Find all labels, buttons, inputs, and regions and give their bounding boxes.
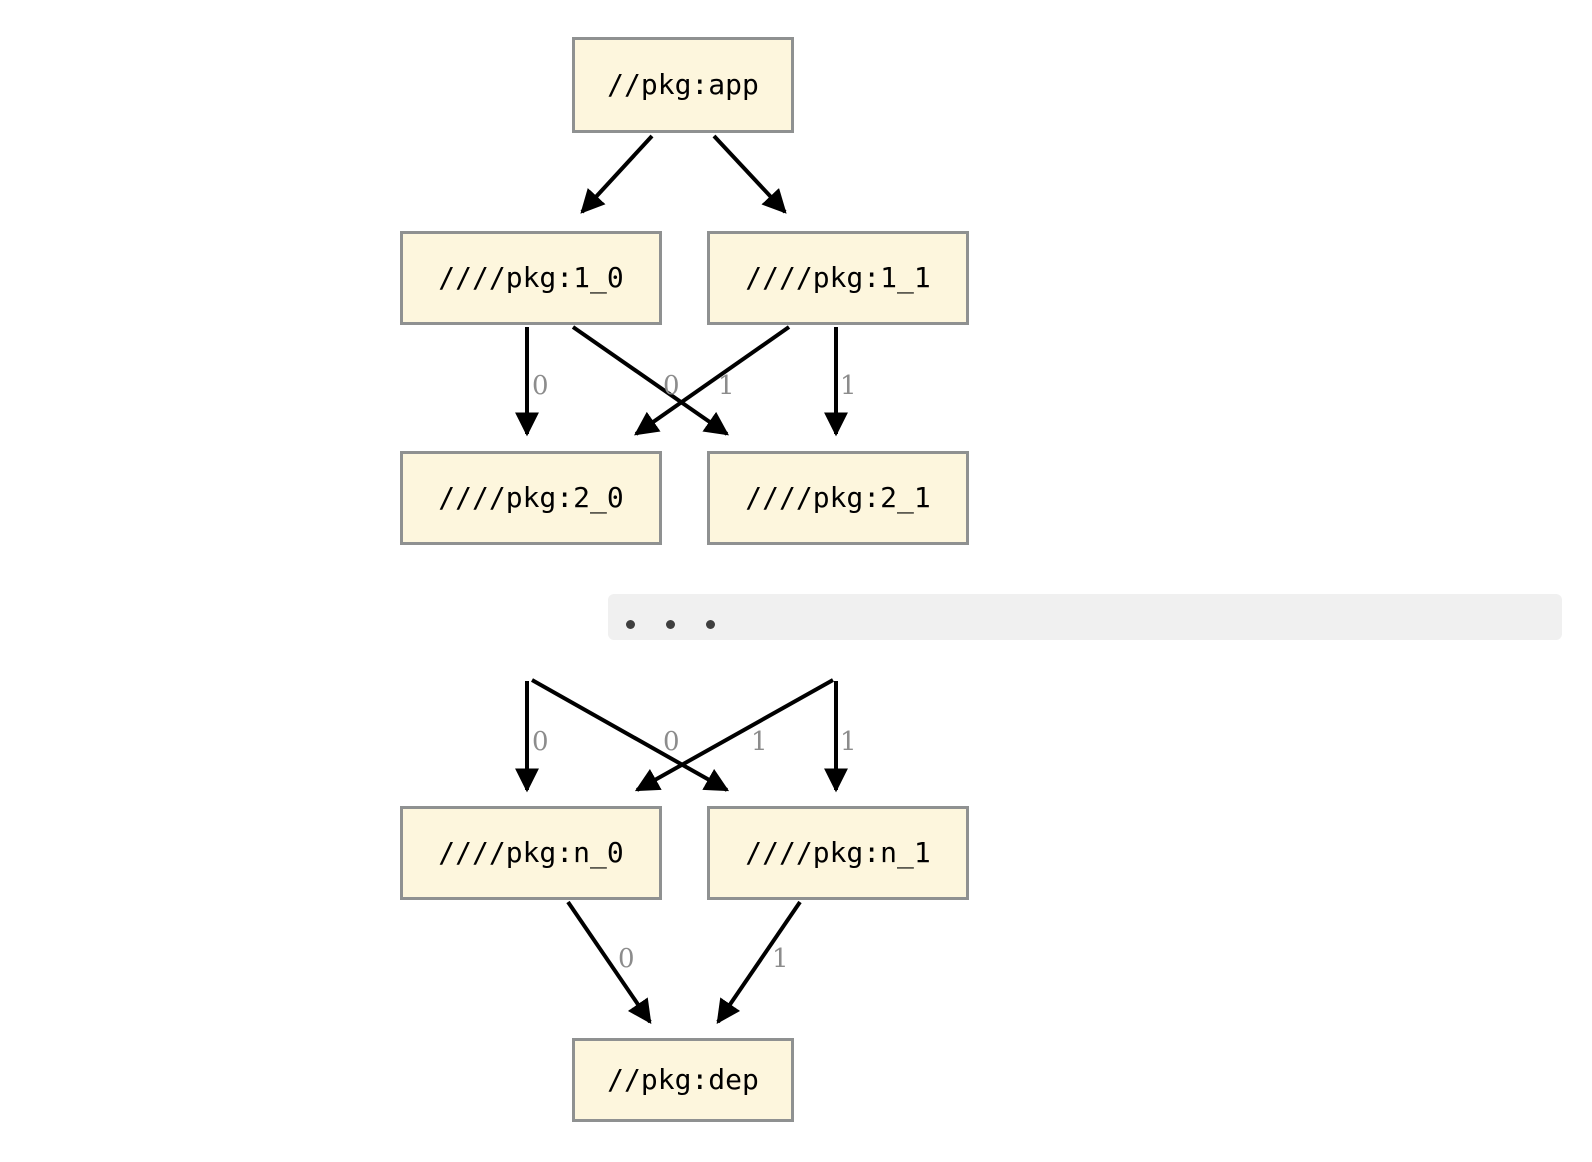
ellipsis-dot-3 — [706, 620, 715, 629]
edge-elided-to-n_0-cross — [634, 678, 834, 792]
edge-label-elided-to-n_1-cross: 1 — [840, 727, 857, 757]
node-pkg-2_1[interactable]: ////pkg:2_1 — [707, 451, 969, 545]
node-pkg-1_0-label: ////pkg:1_0 — [438, 261, 624, 294]
edge-n_1-to-dep — [716, 900, 802, 1024]
node-dep-label: //pkg:dep — [607, 1063, 759, 1096]
node-pkg-1_1[interactable]: ////pkg:1_1 — [707, 231, 969, 325]
node-pkg-1_0[interactable]: ////pkg:1_0 — [400, 231, 662, 325]
edge-label-1_1-to-2_1: 1 — [840, 371, 857, 401]
edge-1_1-to-2_0 — [634, 325, 791, 436]
edge-label-1_1-to-2_0: 1 — [718, 371, 735, 401]
node-dep[interactable]: //pkg:dep — [572, 1038, 794, 1122]
edge-label-1_0-to-2_1: 0 — [663, 371, 680, 401]
node-pkg-n_1-label: ////pkg:n_1 — [745, 836, 931, 869]
edge-label-elided-to-n_0-cross: 1 — [751, 727, 768, 757]
node-pkg-1_1-label: ////pkg:1_1 — [745, 261, 931, 294]
edge-n_0-to-dep — [566, 900, 652, 1024]
edge-label-elided-to-n_0: 0 — [532, 727, 549, 757]
elided-rows-indicator[interactable] — [608, 594, 1562, 640]
node-pkg-2_0-label: ////pkg:2_0 — [438, 481, 624, 514]
edge-label-elided-to-n_1: 0 — [663, 727, 680, 757]
node-pkg-n_1[interactable]: ////pkg:n_1 — [707, 806, 969, 900]
ellipsis-dot-1 — [626, 620, 635, 629]
edge-label-n_0-to-dep: 0 — [618, 944, 635, 974]
node-app[interactable]: //pkg:app — [572, 37, 794, 133]
edge-elided-to-n_1-cross — [531, 678, 730, 792]
node-app-label: //pkg:app — [607, 68, 759, 101]
node-pkg-2_0[interactable]: ////pkg:2_0 — [400, 451, 662, 545]
edge-1_0-to-2_1 — [571, 325, 729, 436]
node-pkg-n_0-label: ////pkg:n_0 — [438, 836, 624, 869]
edge-app-to-1_1 — [712, 134, 787, 214]
edge-app-to-1_0 — [580, 134, 654, 214]
node-pkg-2_1-label: ////pkg:2_1 — [745, 481, 931, 514]
edge-label-1_0-to-2_0: 0 — [532, 371, 549, 401]
ellipsis-dot-2 — [666, 620, 675, 629]
node-pkg-n_0[interactable]: ////pkg:n_0 — [400, 806, 662, 900]
edge-label-n_1-to-dep: 1 — [772, 944, 789, 974]
